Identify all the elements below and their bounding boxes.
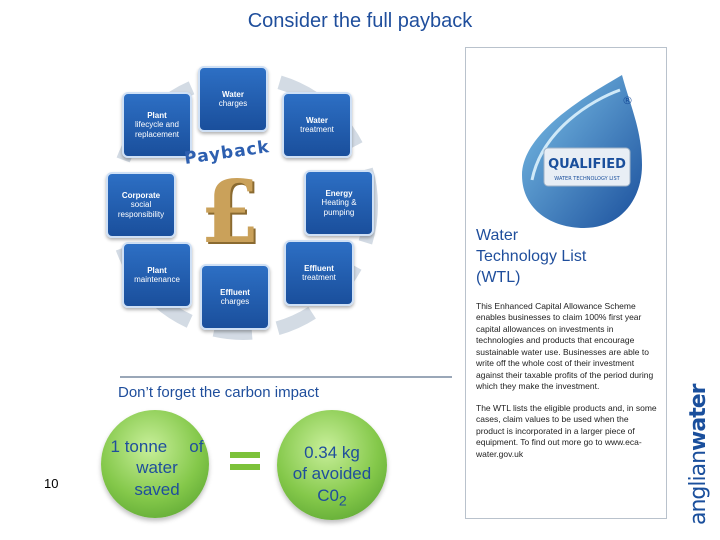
page-title: Consider the full payback (247, 10, 473, 32)
registered-mark: ® (622, 94, 633, 107)
anglian-water-logo: anglianwater (686, 384, 711, 525)
pound-symbol: £ (200, 162, 260, 263)
divider-line (120, 376, 452, 378)
water-saved-circle (101, 410, 209, 518)
equals-sign-icon (230, 452, 260, 472)
wtl-description: This Enhanced Capital Allowance Scheme e… (476, 301, 658, 470)
badge-sub-text: WATER TECHNOLOGY LIST (554, 176, 620, 182)
water-drop-badge-icon: QUALIFIED WATER TECHNOLOGY LIST ® (522, 75, 642, 228)
wtl-paragraph-2: The WTL lists the eligible products and,… (476, 402, 657, 459)
wtl-panel: QUALIFIED WATER TECHNOLOGY LIST ® Water … (465, 47, 667, 519)
carbon-heading: Don’t forget the carbon impact (118, 384, 319, 401)
wtl-paragraph-1: This Enhanced Capital Allowance Scheme e… (476, 301, 654, 392)
badge-qualified-text: QUALIFIED (548, 157, 626, 172)
page-number: 10 (44, 476, 59, 491)
carbon-avoided-text: 0.34 kg of avoided C02 (292, 443, 372, 509)
carbon-avoided-circle (277, 410, 387, 520)
wtl-title: Water Technology List (WTL) (476, 227, 587, 286)
